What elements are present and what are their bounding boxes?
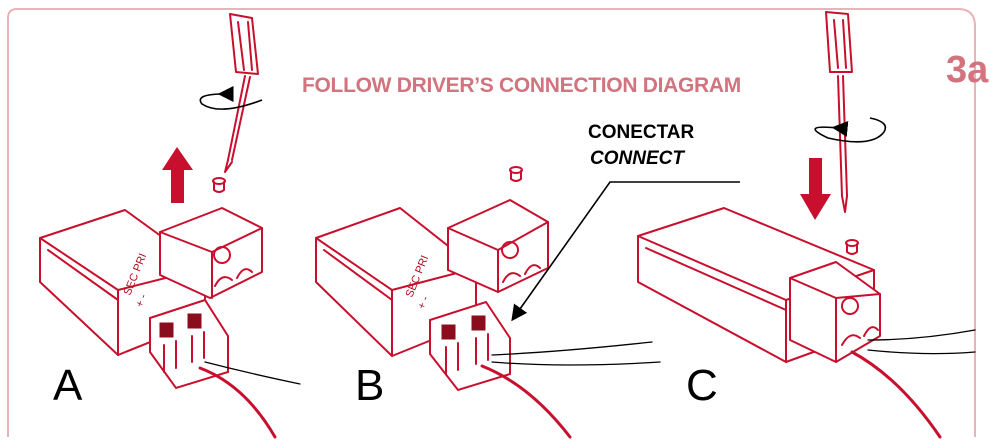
cable-icon [850,350,942,439]
terminal-block-icon [429,300,511,392]
terminal-sign-b: + - [416,294,432,311]
panel-a: SEC PRI + - [39,13,301,439]
callout-spanish: CONECTAR [588,122,695,143]
rotate-arrow-icon [199,85,263,110]
cable-icon [198,366,277,439]
callout-leader-line [511,181,740,322]
panel-b: SEC PRI + - CONECTAR CONNECT B [315,122,740,439]
callout-english: CONNECT [590,148,685,169]
panel-letter-c: C [686,361,718,410]
step-label: 3a [946,49,989,91]
rotate-arrow-icon [814,117,887,143]
screw-icon [509,166,523,182]
cover-closed-c [789,261,881,363]
screwdriver-icon [224,13,259,173]
cover-lifted-a [159,207,263,299]
terminal-block-icon [149,298,229,390]
screwdriver-icon [825,11,853,213]
down-arrow-icon [800,158,831,220]
screw-icon [212,177,226,193]
terminal-sign-a: + - [134,292,150,309]
screw-icon [845,239,859,255]
diagram-title: FOLLOW DRIVER’S CONNECTION DIAGRAM [302,74,741,97]
panel-letter-a: A [53,361,83,410]
panel-letter-b: B [355,361,384,410]
cable-icon [480,364,572,439]
up-arrow-icon [162,147,193,203]
panel-c: C [637,11,976,439]
cover-lifted-b [447,199,549,293]
frame-border [7,8,976,437]
